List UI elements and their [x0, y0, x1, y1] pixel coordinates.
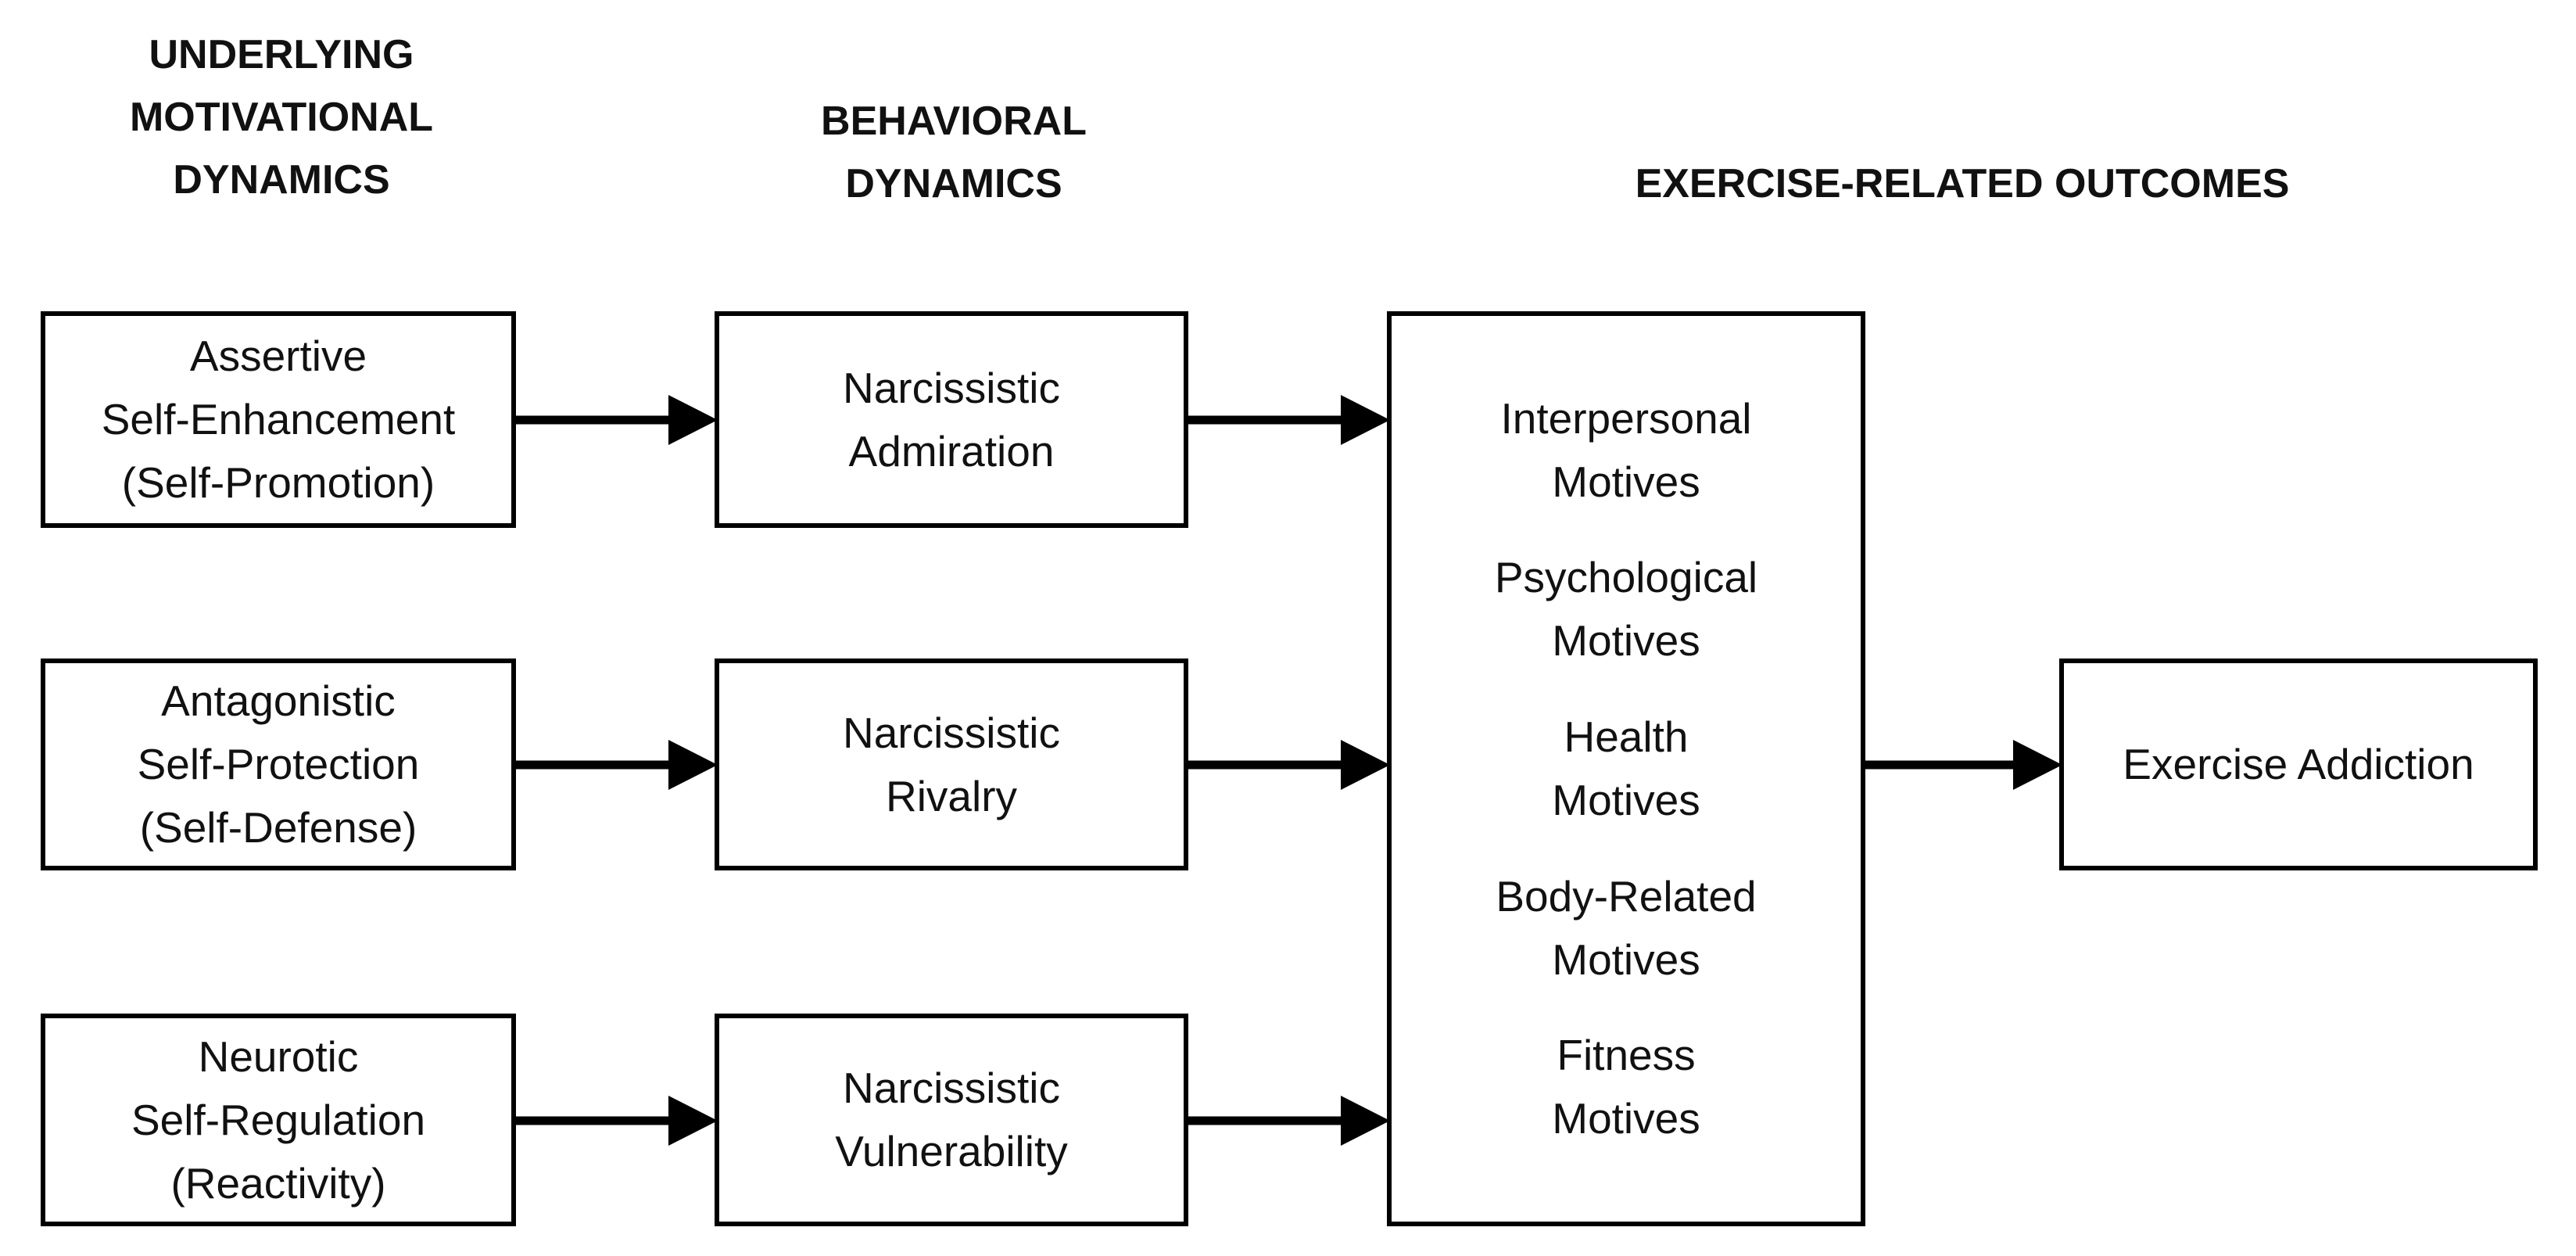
- box-line: Vulnerability: [835, 1127, 1068, 1175]
- box-line: Self-Enhancement: [101, 395, 456, 443]
- box-line: Self-Regulation: [131, 1095, 426, 1144]
- outcome-line: Body-Related: [1496, 871, 1757, 920]
- heading-motivational-dynamics: UNDERLYING MOTIVATIONAL DYNAMICS: [31, 23, 532, 211]
- outcome-psychological-motives: Psychological Motives: [1495, 546, 1757, 673]
- box-line: Admiration: [848, 426, 1055, 475]
- box-exercise-related-outcomes: Interpersonal Motives Psychological Moti…: [1387, 311, 1865, 1226]
- box-line: Self-Protection: [137, 740, 420, 788]
- box-line: Antagonistic: [161, 676, 396, 725]
- outcome-line: Motives: [1552, 935, 1700, 984]
- box-line: Rivalry: [885, 771, 1018, 820]
- box-antagonistic-self-protection: Antagonistic Self-Protection (Self-Defen…: [41, 659, 516, 870]
- outcome-line: Interpersonal: [1500, 393, 1752, 443]
- box-line: Assertive: [189, 332, 367, 380]
- outcome-line: Motives: [1552, 457, 1700, 506]
- arrow-antagonistic-to-rivalry: [516, 740, 718, 790]
- heading-line: EXERCISE-RELATED OUTCOMES: [1635, 161, 2290, 206]
- box-line: (Reactivity): [170, 1158, 386, 1208]
- outcome-line: Psychological: [1494, 553, 1758, 602]
- heading-line: MOTIVATIONAL: [129, 95, 434, 140]
- box-line: Exercise Addiction: [2123, 740, 2474, 788]
- box-neurotic-self-regulation: Neurotic Self-Regulation (Reactivity): [41, 1014, 516, 1226]
- outcome-line: Motives: [1552, 1094, 1700, 1143]
- box-assertive-self-enhancement: Assertive Self-Enhancement (Self-Promoti…: [41, 311, 516, 528]
- outcome-interpersonal-motives: Interpersonal Motives: [1500, 387, 1751, 514]
- arrow-assertive-to-admiration: [516, 395, 718, 445]
- heading-line: BEHAVIORAL: [821, 99, 1087, 144]
- box-line: Narcissistic: [842, 708, 1061, 757]
- box-line: (Self-Defense): [139, 803, 417, 852]
- box-line: Neurotic: [198, 1032, 359, 1081]
- heading-exercise-related-outcomes: EXERCISE-RELATED OUTCOMES: [1532, 153, 2392, 215]
- arrow-rivalry-to-outcomes: [1187, 740, 1390, 790]
- box-line: Narcissistic: [842, 1064, 1061, 1112]
- arrow-neurotic-to-vulnerability: [516, 1096, 718, 1146]
- heading-behavioral-dynamics: BEHAVIORAL DYNAMICS: [704, 90, 1204, 215]
- outcome-health-motives: Health Motives: [1552, 705, 1700, 832]
- heading-line: DYNAMICS: [845, 161, 1062, 206]
- outcome-line: Motives: [1552, 775, 1700, 824]
- outcome-line: Health: [1564, 712, 1689, 761]
- box-exercise-addiction: Exercise Addiction: [2059, 659, 2538, 870]
- box-narcissistic-admiration: Narcissistic Admiration: [715, 311, 1188, 528]
- outcome-fitness-motives: Fitness Motives: [1552, 1024, 1700, 1150]
- box-line: (Self-Promotion): [121, 458, 435, 507]
- outcome-body-related-motives: Body-Related Motives: [1496, 865, 1756, 992]
- box-narcissistic-rivalry: Narcissistic Rivalry: [715, 659, 1188, 870]
- arrow-admiration-to-outcomes: [1187, 395, 1390, 445]
- heading-line: UNDERLYING: [149, 32, 414, 77]
- box-line: Narcissistic: [842, 363, 1061, 412]
- arrow-vulnerability-to-outcomes: [1187, 1096, 1390, 1146]
- arrow-outcomes-to-addiction: [1863, 740, 2062, 790]
- outcome-line: Fitness: [1557, 1031, 1696, 1080]
- outcome-line: Motives: [1552, 616, 1700, 666]
- heading-line: DYNAMICS: [173, 157, 390, 203]
- box-narcissistic-vulnerability: Narcissistic Vulnerability: [715, 1014, 1188, 1226]
